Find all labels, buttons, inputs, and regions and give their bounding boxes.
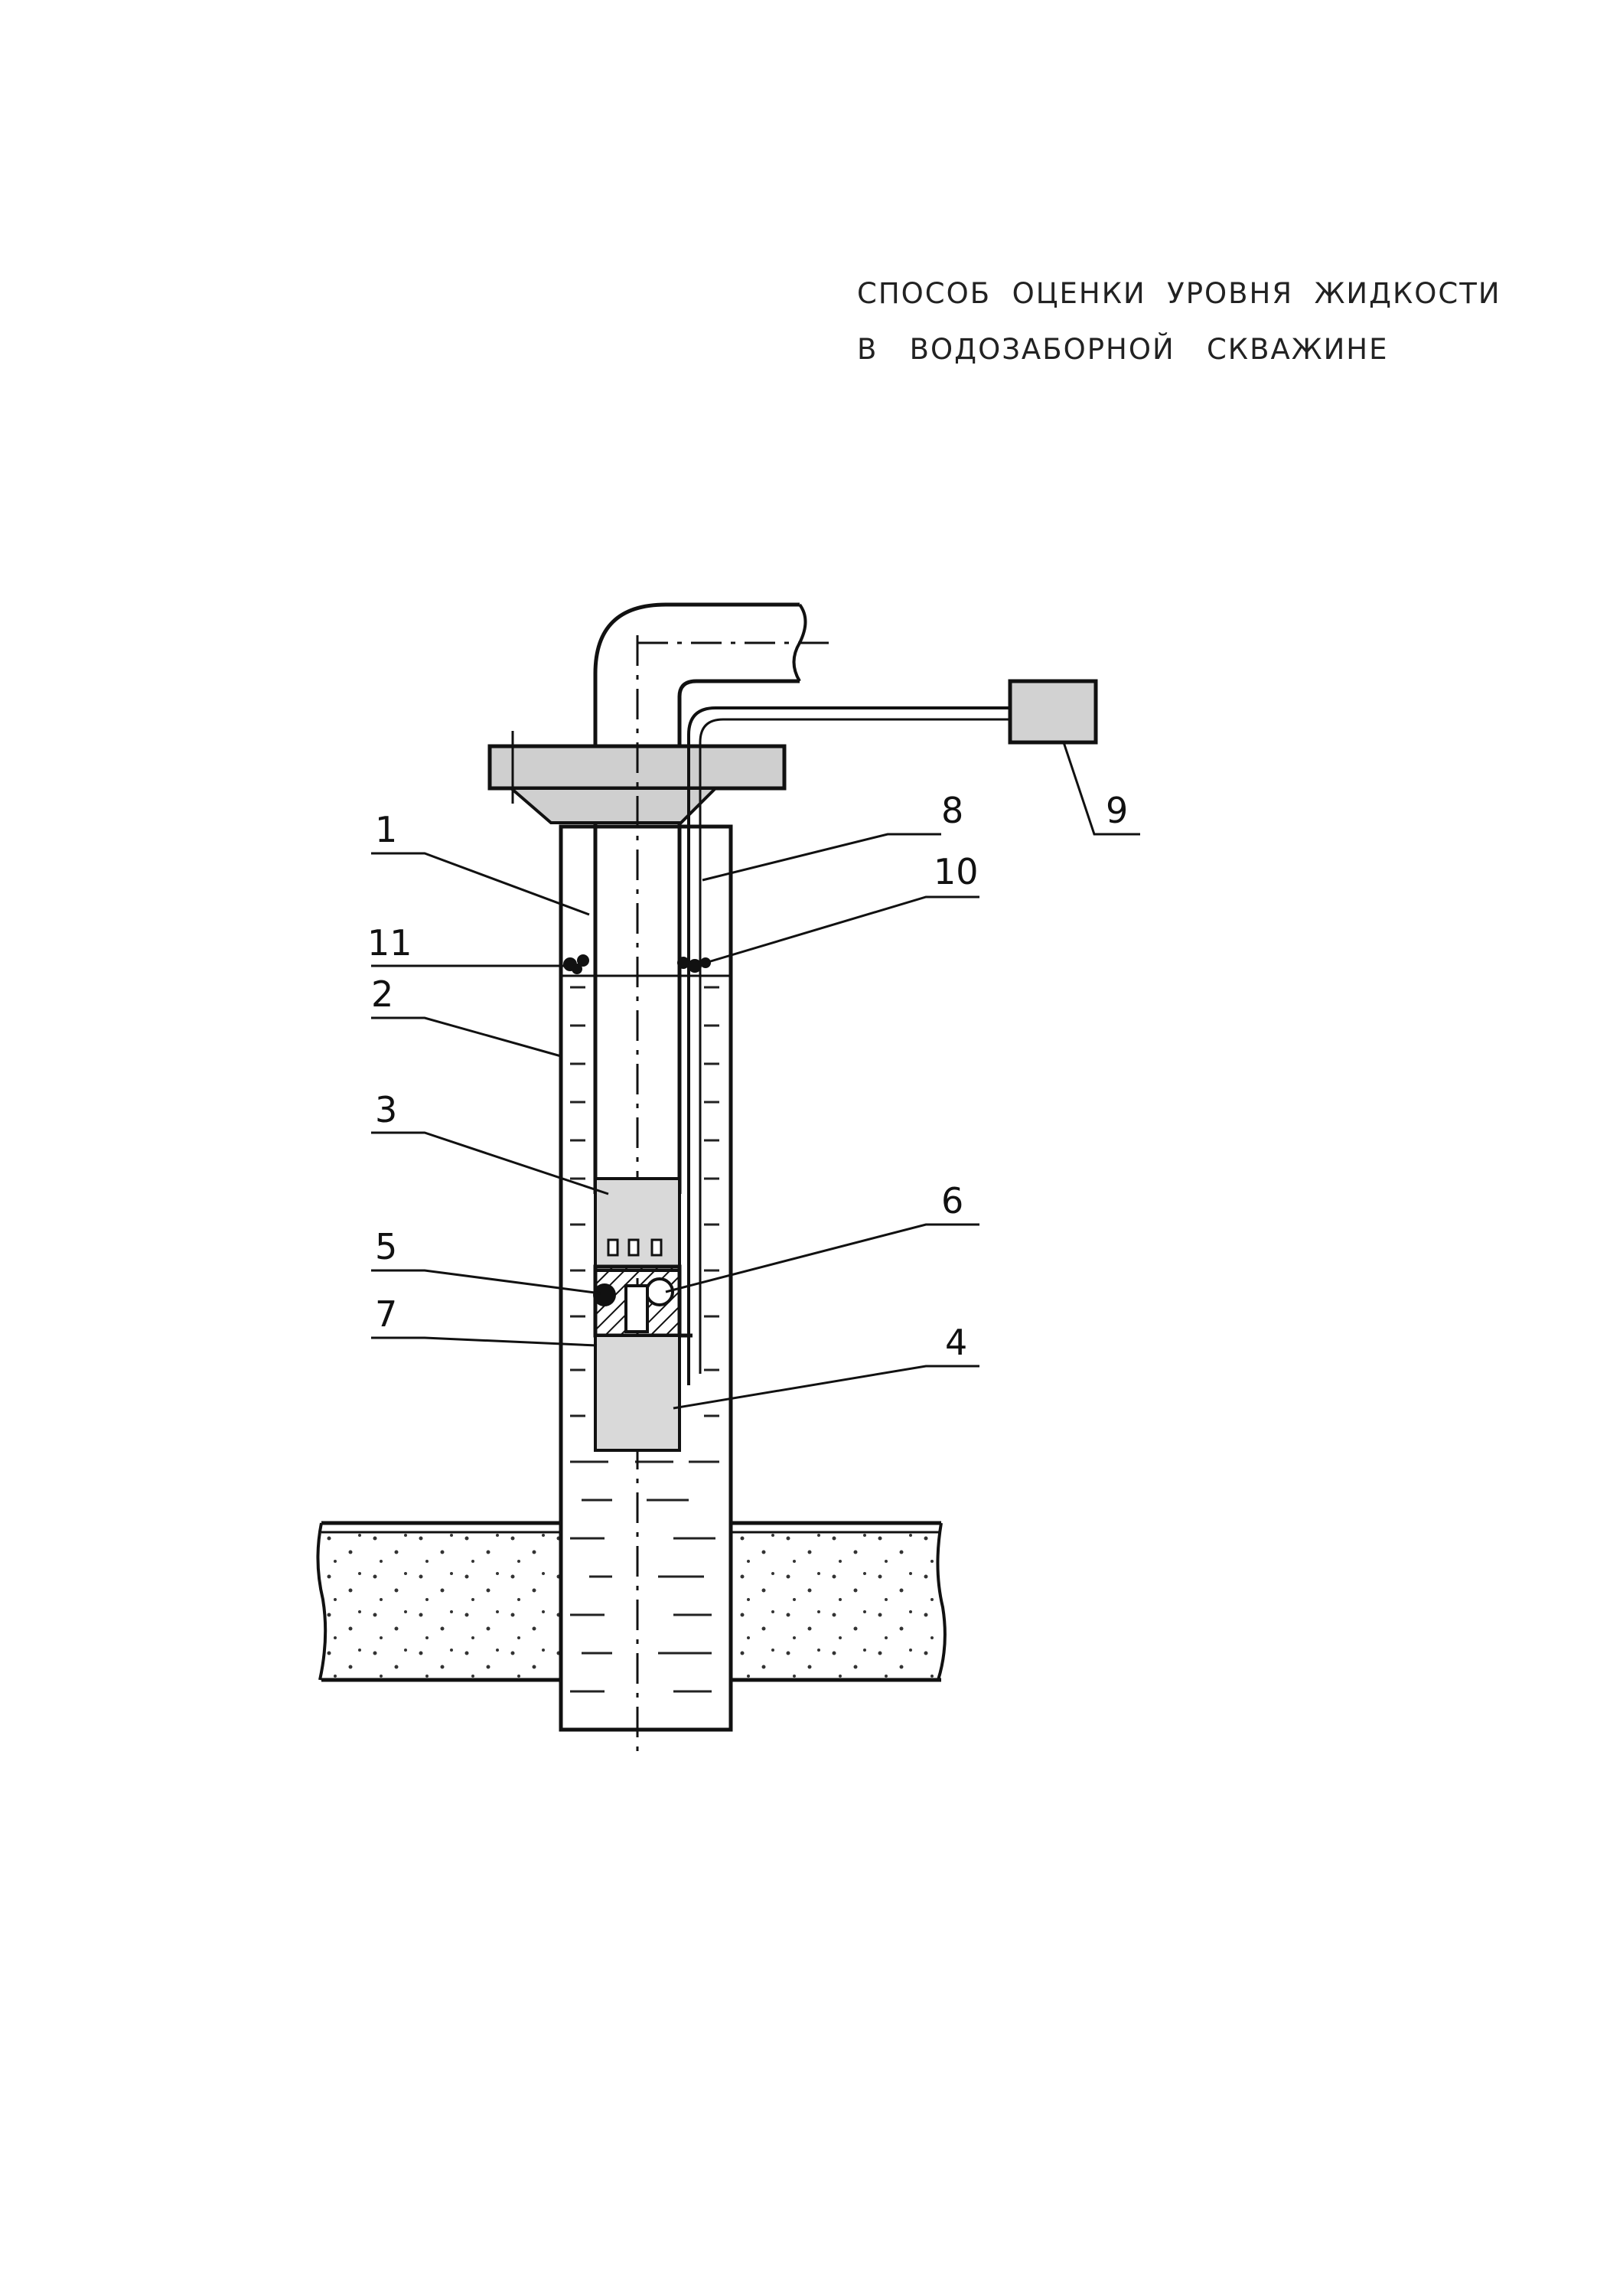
control-unit xyxy=(1008,679,1098,745)
motor xyxy=(594,1334,681,1452)
water-marks xyxy=(570,986,719,1693)
label-11: 11 xyxy=(367,922,412,964)
title-line-2: В ВОДОЗАБОРНОЙ СКВАЖИНЕ xyxy=(857,333,1389,366)
label-3: 3 xyxy=(375,1089,397,1130)
sensor-cable xyxy=(687,706,1010,1385)
title-line-1: СПОСОБ ОЦЕНКИ УРОВНЯ ЖИДКОСТИ xyxy=(857,277,1501,310)
leader-lines xyxy=(371,742,1140,1410)
label-1: 1 xyxy=(375,809,397,850)
label-7: 7 xyxy=(375,1293,397,1335)
label-8: 8 xyxy=(941,790,963,831)
label-5: 5 xyxy=(375,1226,397,1267)
label-4: 4 xyxy=(945,1322,967,1363)
label-9: 9 xyxy=(1106,790,1128,831)
label-6: 6 xyxy=(941,1180,963,1221)
pump xyxy=(594,1177,681,1272)
label-10: 10 xyxy=(934,851,979,892)
label-2: 2 xyxy=(371,974,393,1015)
